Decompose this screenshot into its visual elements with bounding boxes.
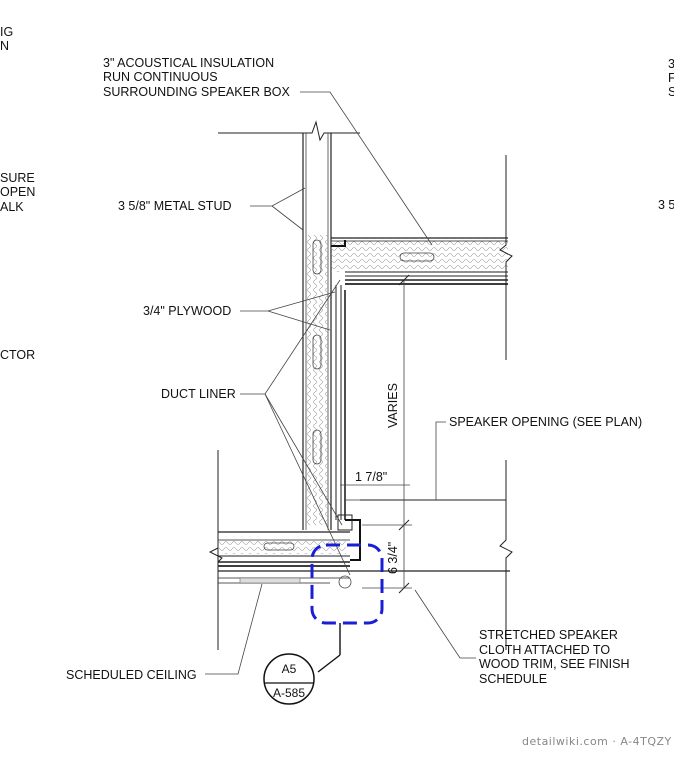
detail-tag-sheet: A-585 <box>273 686 305 700</box>
left-edge-fragments: IG N SURE OPEN ALK CTOR <box>0 25 35 362</box>
edge-fragment: 3 5 <box>658 198 674 212</box>
edge-fragment: F <box>668 71 674 85</box>
detail-tag-number: A5 <box>282 662 297 676</box>
edge-fragment: SURE <box>0 171 35 185</box>
edge-fragment: CTOR <box>0 348 35 362</box>
insulation-label-line2: RUN CONTINUOUS <box>103 70 218 84</box>
detail-tag[interactable]: A5 A-585 <box>263 653 315 705</box>
cloth-label-line1: STRETCHED SPEAKER <box>479 628 618 642</box>
insulation-label-line1: 3" ACOUSTICAL INSULATION <box>103 56 274 70</box>
edge-fragment: ALK <box>0 200 24 214</box>
edge-fragment: IG <box>0 25 13 39</box>
detail-callout-boundary[interactable] <box>310 543 384 625</box>
edge-fragment: OPEN <box>0 185 35 199</box>
right-edge-fragments: 3 F S 3 5 <box>658 57 674 212</box>
edge-fragment: 3 <box>668 57 674 71</box>
varies-dimension-label: VARIES <box>386 383 400 428</box>
dimension-lines <box>340 274 412 594</box>
watermark-text: detailwiki.com · A-4TQZY <box>522 735 672 748</box>
dimension-6-3-4-label: 6 3/4" <box>386 542 400 574</box>
speaker-box-top <box>331 155 513 360</box>
insulation-label-line3: SURROUNDING SPEAKER BOX <box>103 85 291 99</box>
edge-fragment: N <box>0 39 9 53</box>
plywood-label: 3/4" PLYWOOD <box>143 304 231 318</box>
metal-stud-label: 3 5/8" METAL STUD <box>118 199 232 213</box>
speaker-opening-label: SPEAKER OPENING (SEE PLAN) <box>449 415 642 429</box>
cloth-label-line3: WOOD TRIM, SEE FINISH <box>479 657 629 671</box>
duct-liner-label: DUCT LINER <box>161 387 236 401</box>
cloth-label-line2: CLOTH ATTACHED TO <box>479 643 610 657</box>
scheduled-ceiling-label: SCHEDULED CEILING <box>66 668 197 682</box>
cloth-label-line4: SCHEDULE <box>479 672 547 686</box>
callout-labels: 3" ACOUSTICAL INSULATION RUN CONTINUOUS … <box>66 56 642 686</box>
wall-assembly <box>218 120 360 530</box>
dimension-1-7-8-label: 1 7/8" <box>355 470 387 484</box>
edge-fragment: S <box>668 85 674 99</box>
